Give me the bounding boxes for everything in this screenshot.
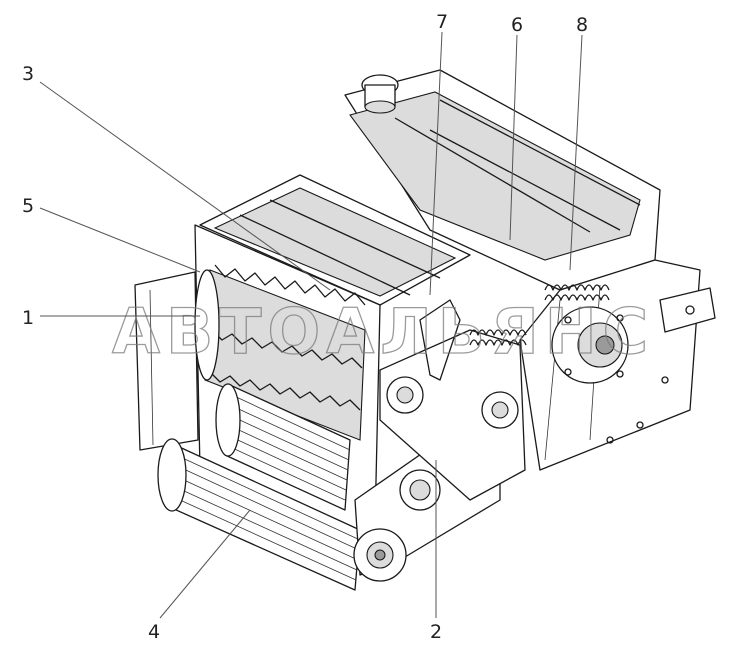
leader-6	[509, 34, 518, 241]
callout-3: 3	[22, 63, 34, 85]
leader-5	[39, 207, 201, 273]
ribbed-roller-lower	[157, 438, 361, 591]
callout-2: 2	[430, 621, 442, 643]
spring-left	[469, 329, 527, 346]
callout-5: 5	[22, 195, 34, 217]
callout-1: 1	[22, 307, 34, 329]
leader-lines	[39, 31, 583, 619]
callout-4: 4	[148, 621, 160, 643]
toothed-drum	[194, 264, 366, 441]
ribbed-roller-upper	[215, 383, 351, 511]
leader-7	[429, 31, 443, 296]
callout-6: 6	[511, 14, 523, 36]
watermark-text: АВТОАЛЬЯНС	[112, 295, 654, 368]
leader-3	[39, 81, 331, 291]
callout-8: 8	[576, 14, 588, 36]
spring-right	[544, 284, 610, 301]
assembly-illustration	[134, 69, 716, 591]
callout-labels: 1 2 3 4 5 6 7 8	[22, 11, 588, 643]
callout-7: 7	[436, 11, 448, 33]
leader-8	[569, 34, 583, 271]
leader-4	[159, 509, 251, 619]
